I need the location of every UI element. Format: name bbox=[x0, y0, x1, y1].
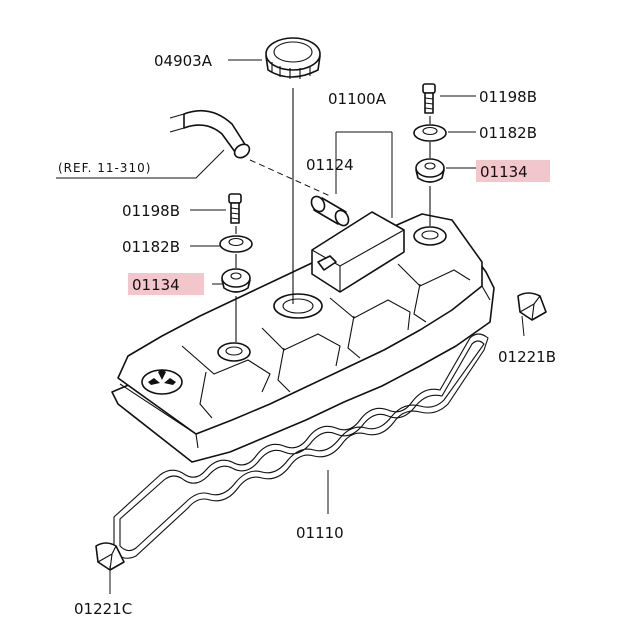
label-oil-cap: 04903A bbox=[154, 52, 213, 70]
washer-top[interactable] bbox=[413, 124, 447, 142]
label-cover-assy: 01100A bbox=[328, 90, 387, 108]
label-bolt-top: 01198B bbox=[479, 88, 537, 106]
seal-right[interactable] bbox=[517, 292, 547, 321]
label-washer-top: 01182B bbox=[479, 124, 537, 142]
valve-cover-gasket[interactable] bbox=[113, 333, 489, 559]
label-grommet-left: 01134 bbox=[132, 276, 180, 294]
seal-left[interactable] bbox=[95, 542, 125, 571]
label-bolt-left: 01198B bbox=[122, 202, 180, 220]
label-pcv-valve: 01124 bbox=[306, 156, 354, 174]
pcv-valve[interactable] bbox=[309, 194, 351, 228]
leader-lines bbox=[56, 59, 525, 594]
label-grommet-top: 01134 bbox=[480, 163, 528, 181]
bolt-left[interactable] bbox=[228, 193, 242, 224]
bolt-top[interactable] bbox=[422, 83, 436, 114]
highlight-grommet-left bbox=[128, 273, 204, 295]
highlight-grommet-top bbox=[476, 160, 550, 182]
label-reference: (REF. 11-310) bbox=[58, 161, 151, 175]
grommet-top[interactable] bbox=[415, 158, 445, 183]
three-diamond-logo-icon bbox=[141, 369, 183, 395]
grommet-left[interactable] bbox=[221, 268, 251, 293]
washer-left[interactable] bbox=[219, 235, 253, 253]
breather-hose[interactable] bbox=[169, 109, 252, 161]
label-seal-right: 01221B bbox=[498, 348, 556, 366]
label-seal-left: 01221C bbox=[74, 600, 132, 618]
label-gasket: 01110 bbox=[296, 524, 344, 542]
label-washer-left: 01182B bbox=[122, 238, 180, 256]
oil-filler-cap[interactable] bbox=[265, 37, 321, 79]
rocker-cover[interactable] bbox=[111, 211, 495, 463]
